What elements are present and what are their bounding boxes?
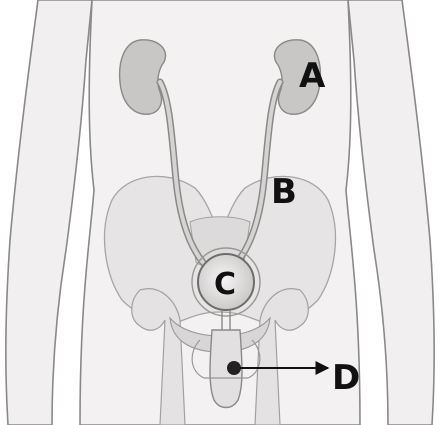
right-arm [348,0,434,425]
left-kidney [120,40,166,114]
label-d: D [332,358,360,398]
label-a: A [299,56,326,96]
label-b: B [271,172,297,212]
left-arm [6,0,92,425]
urethra-marker-dot [227,361,241,375]
label-c: C [214,267,236,302]
